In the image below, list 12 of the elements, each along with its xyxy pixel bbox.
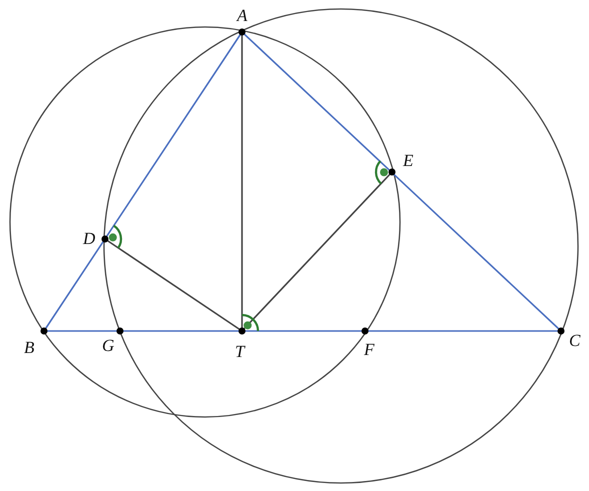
point-label: E [403,152,414,169]
point-label: C [569,332,580,349]
point-label: T [235,343,244,360]
point-label: A [237,7,248,24]
point-label: G [102,337,114,354]
point-label: F [364,341,374,358]
line-segment [104,238,242,332]
point-label: B [24,339,34,356]
line-segment [241,31,562,332]
line-segment [43,32,243,332]
point-label: D [83,230,96,247]
line-segment [241,171,393,332]
